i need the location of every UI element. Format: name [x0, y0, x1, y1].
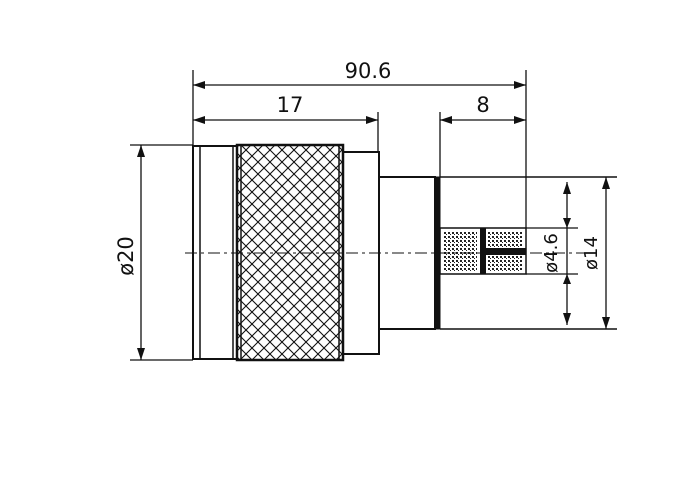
body-diameter-label: ø20: [114, 236, 138, 276]
overall-length-label: 90.6: [345, 59, 392, 83]
pin-contact-left: [443, 231, 477, 271]
pin-diameter-label: ø4.6: [541, 233, 562, 273]
pin-contact-bottom: [488, 255, 522, 272]
rear-diameter-label: ø14: [581, 236, 602, 270]
knurled-length-label: 17: [277, 93, 304, 117]
pin-contact-top: [488, 231, 522, 248]
dimension-arrows: [137, 81, 610, 360]
pin-length-label: 8: [476, 93, 489, 117]
